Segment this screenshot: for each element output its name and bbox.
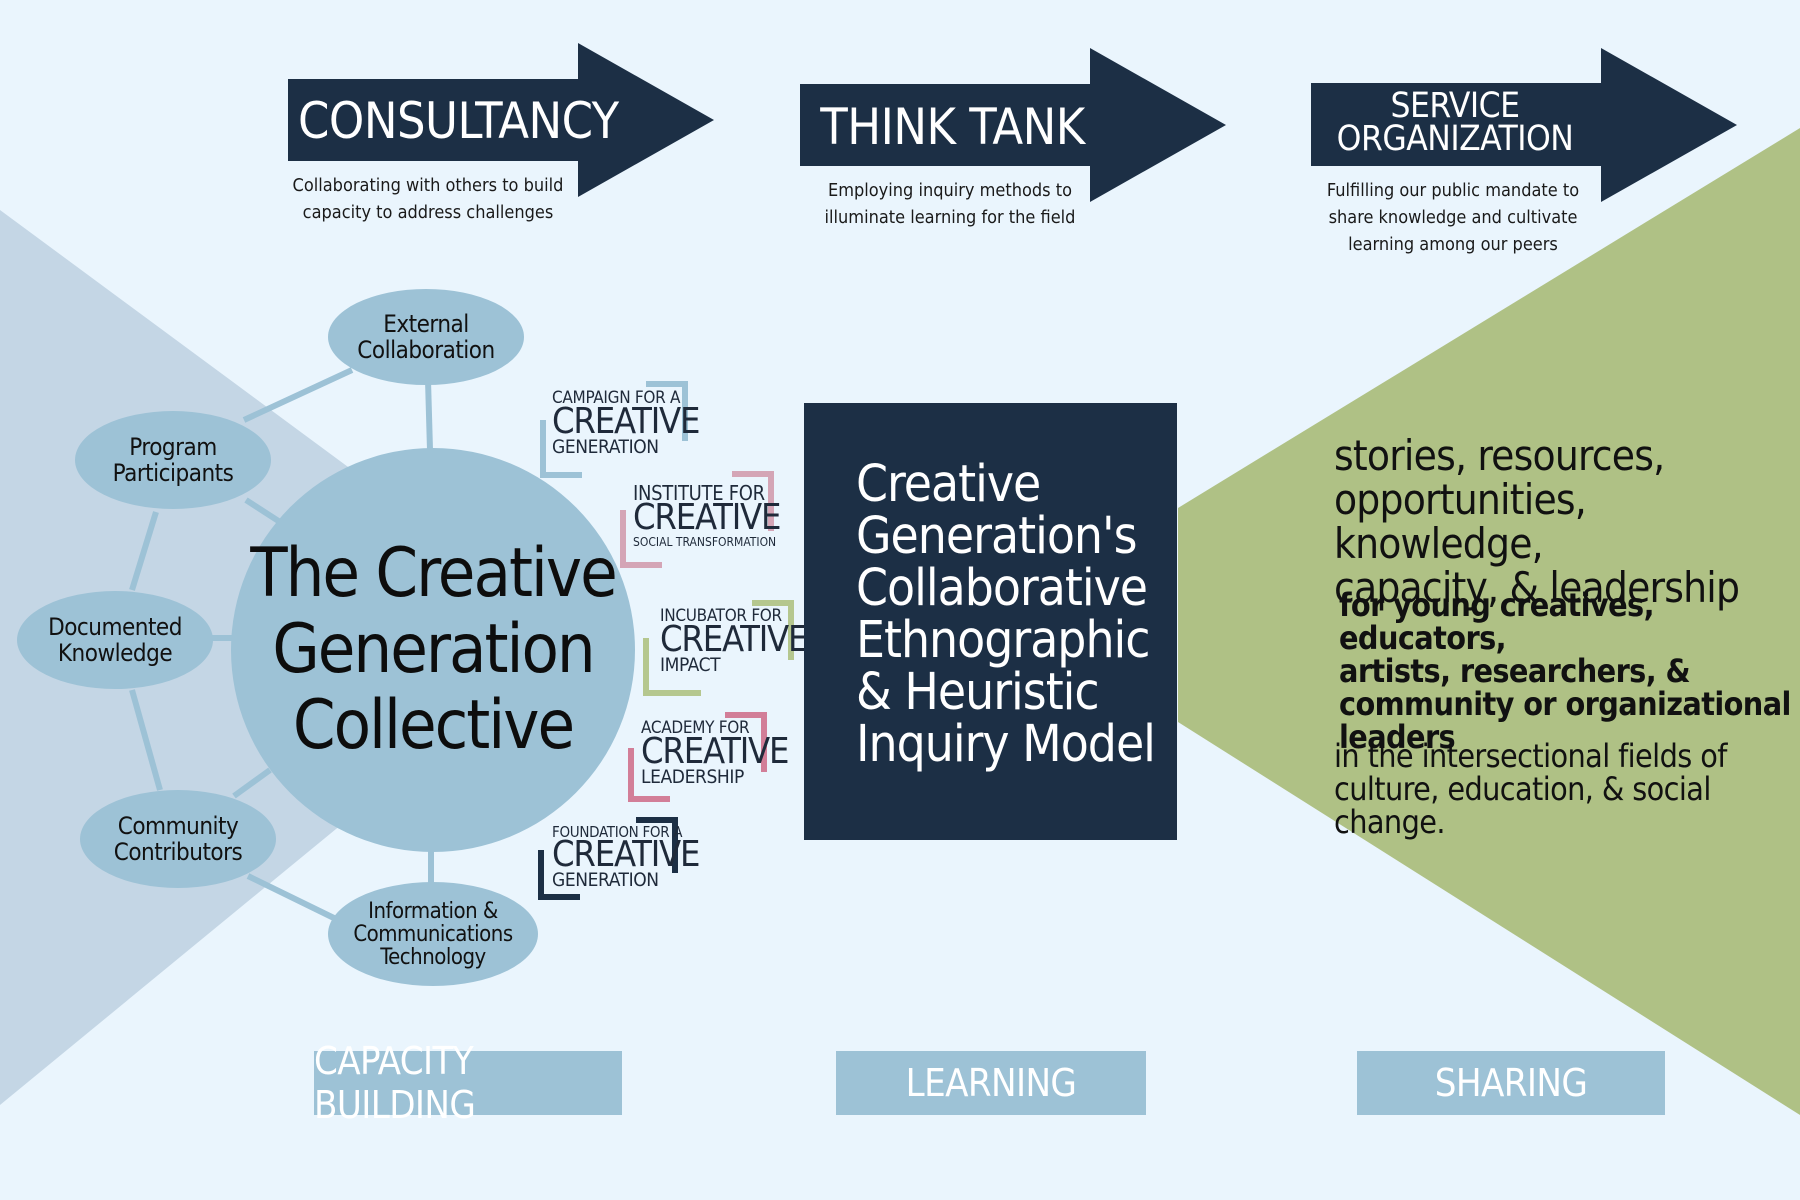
campaign-logo-bracket-top [646,381,688,441]
logo-main-text: CREATIVE [641,731,789,772]
logo-top-text: FOUNDATION FOR A [552,823,683,841]
service-organization-description: Fulfilling our public mandate to share k… [1313,177,1593,258]
node-line: Community [117,812,239,840]
foundation-for-a-creative-generation-logo: FOUNDATION FOR A CREATIVE GENERATION [552,823,700,891]
sharing-line: culture, education, & social change. [1334,770,1711,841]
sharing-line: for young creatives, educators, [1339,586,1655,657]
sharing-line: in the intersectional fields of [1334,737,1727,775]
incubator-logo-bracket-bottom [643,638,701,696]
logo-bottom-text: LEADERSHIP [641,766,744,788]
logo-top-text: INSTITUTE FOR [633,481,765,505]
logo-top-text: CAMPAIGN FOR A [552,388,681,408]
sharing-line: leaders [1339,718,1456,756]
logo-bottom-text: GENERATION [552,869,659,891]
logo-main-text: CREATIVE [660,619,808,660]
logo-top-text: INCUBATOR FOR [660,606,782,626]
sharing-line: artists, researchers, & [1339,652,1691,690]
logo-main-text: CREATIVE [552,401,700,442]
node-line: Contributors [113,838,243,866]
creative-generation-collective-circle: The Creative Generation Collective [231,448,635,852]
think-tank-title: THINK TANK [820,98,1085,156]
node-line: Knowledge [57,639,173,667]
node-line: Program [129,433,217,461]
node-line: Documented [48,613,182,641]
campaign-logo-bracket-bottom [540,420,582,478]
desc-line: Employing inquiry methods to [827,180,1073,201]
academy-logo-bracket-top [725,712,767,772]
model-line: Collaborative [856,559,1148,618]
sharing-line: stories, resources, [1334,431,1665,480]
academy-for-creative-leadership-logo: ACADEMY FOR CREATIVE LEADERSHIP [641,718,789,788]
incubator-logo-bracket-top [752,600,794,660]
model-line: & Heuristic [856,663,1100,722]
node-line: Information & [368,898,498,924]
node-line: Collaboration [357,336,495,364]
logo-main-text: CREATIVE [552,834,700,875]
stage-learning: LEARNING [836,1051,1146,1115]
consultancy-arrow-shape [288,43,714,197]
model-line: Inquiry Model [856,715,1156,774]
sharing-line: opportunities, knowledge, [1334,475,1587,568]
sharing-who-text: for young creatives, educators, artists,… [1339,589,1794,754]
node-line: Communications [353,921,513,947]
node-line: External [383,310,469,338]
model-line: Creative [856,455,1041,514]
node-line: Technology [380,944,486,970]
sharing-what-text: stories, resources, opportunities, knowl… [1334,434,1794,610]
node-line: Participants [112,459,234,487]
sharing-line: community or organizational [1339,685,1791,723]
service-organization-arrow-shape [1311,48,1737,202]
service-organization-title: SERVICE ORGANIZATION [1325,89,1585,159]
collective-title-line: Collective [292,686,575,765]
logo-bottom-text: SOCIAL TRANSFORMATION [633,535,777,549]
stage-sharing: SHARING [1357,1051,1665,1115]
institute-for-creative-social-transformation-logo: INSTITUTE FOR CREATIVE SOCIAL TRANSFORMA… [633,481,781,549]
academy-logo-bracket-bottom [628,748,670,802]
right-green-panel [1178,128,1800,1115]
foundation-logo-bracket-bottom [538,850,580,900]
desc-line: capacity to address challenges [302,202,554,223]
desc-line: share knowledge and cultivate [1328,207,1578,228]
think-tank-arrow-shape [800,48,1226,202]
campaign-for-a-creative-generation-logo: CAMPAIGN FOR A CREATIVE GENERATION [552,388,700,458]
model-line: Ethnographic [856,611,1151,670]
desc-line: learning among our peers [1348,234,1558,255]
foundation-logo-bracket-top [636,817,678,873]
desc-line: Collaborating with others to build [292,175,564,196]
institute-logo-bracket-top [732,471,774,531]
logo-bottom-text: IMPACT [660,654,721,676]
logo-bottom-text: GENERATION [552,436,659,458]
service-title-line-1: SERVICE [1390,86,1520,126]
stage-capacity-building: CAPACITY BUILDING [314,1039,622,1127]
collective-title-line: Generation [272,610,595,689]
service-title-line-2: ORGANIZATION [1336,119,1574,159]
desc-line: Fulfilling our public mandate to [1326,180,1580,201]
consultancy-description: Collaborating with others to build capac… [288,172,568,226]
think-tank-description: Employing inquiry methods to illuminate … [810,177,1090,231]
inquiry-model-box: Creative Generation's Collaborative Ethn… [804,403,1177,840]
sharing-where-text: in the intersectional fields of culture,… [1334,740,1794,839]
desc-line: illuminate learning for the field [824,207,1076,228]
institute-logo-bracket-bottom [620,510,662,568]
consultancy-title: CONSULTANCY [298,92,619,150]
sharing-line: capacity, & leadership [1334,563,1740,612]
logo-top-text: ACADEMY FOR [641,718,750,738]
model-line: Generation's [856,507,1137,566]
logo-main-text: CREATIVE [633,497,781,538]
connector-lines [129,367,434,923]
collective-title-line: The Creative [250,534,618,613]
incubator-for-creative-impact-logo: INCUBATOR FOR CREATIVE IMPACT [660,606,808,676]
